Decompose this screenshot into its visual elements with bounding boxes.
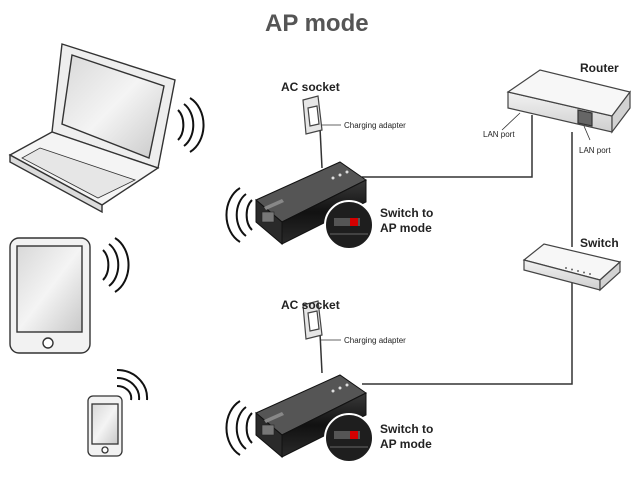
cable-switch-device2 [362, 282, 573, 385]
charging-adapter-label-1: Charging adapter [344, 121, 406, 130]
diagram-title: AP mode [265, 10, 369, 37]
travel-router-icon [255, 374, 367, 459]
tablet-icon [9, 237, 91, 354]
pointer-lan-left [501, 112, 521, 131]
adapter-cord-1 [319, 127, 323, 169]
travel-router-icon [255, 161, 367, 246]
switch-zoom-icon [324, 200, 374, 250]
router-label: Router [580, 61, 619, 75]
switch-label: Switch [580, 236, 619, 250]
wifi-waves-icon [102, 97, 253, 456]
cables [319, 115, 573, 385]
lan-port-label-right: LAN port [579, 146, 611, 155]
lan-port-label-left: LAN port [483, 130, 515, 139]
pointer-lan-right [583, 125, 591, 141]
ac-socket-label-1: AC socket [281, 80, 340, 94]
ac-socket-label-2: AC socket [281, 298, 340, 312]
charging-adapter-label-2: Charging adapter [344, 336, 406, 345]
ac-socket-icon [302, 95, 323, 340]
switch-to-ap-label-2a: Switch to [380, 422, 434, 436]
network-switch-icon [522, 243, 622, 292]
router-icon [506, 69, 632, 134]
switch-to-ap-label-2b: AP mode [380, 437, 432, 451]
laptop-icon [8, 43, 176, 214]
switch-to-ap-label-1b: AP mode [380, 221, 432, 235]
switch-to-ap-label-1a: Switch to [380, 206, 434, 220]
smartphone-icon [87, 395, 123, 457]
adapter-cord-2 [319, 332, 323, 374]
switch-zoom-icon [324, 413, 374, 463]
cable-device1-router [362, 115, 533, 178]
